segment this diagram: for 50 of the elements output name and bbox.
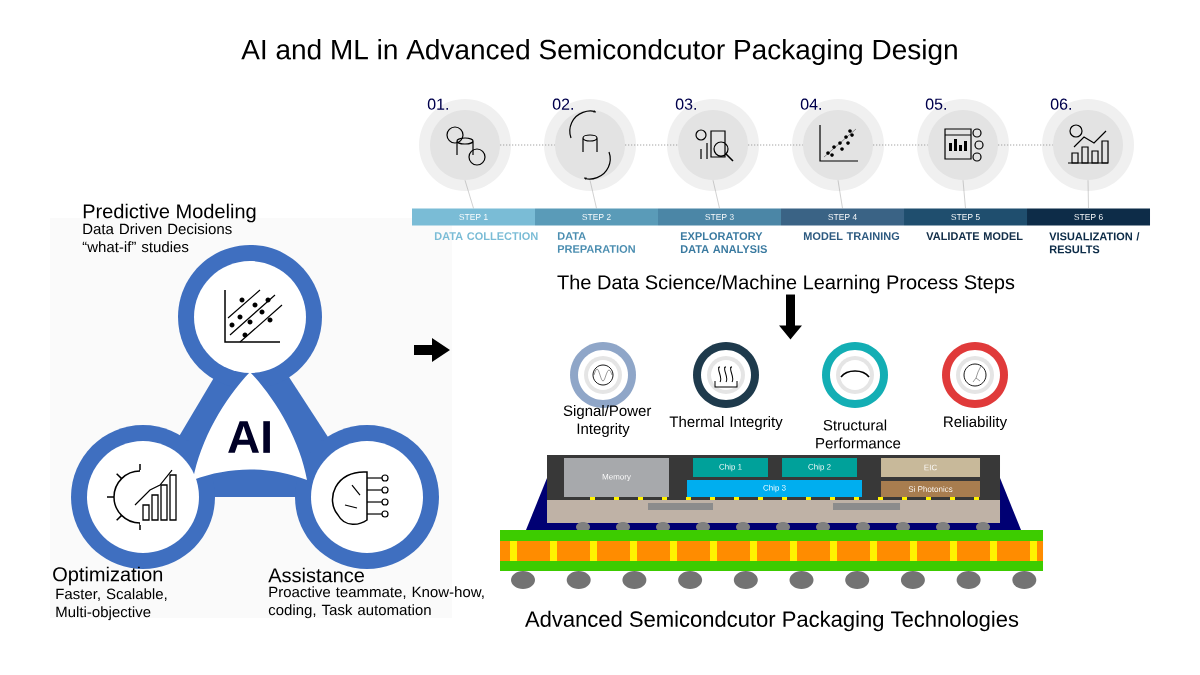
step-label: MODEL TRAINING <box>803 232 900 240</box>
connector-line <box>837 180 843 209</box>
metric-label: Structural Performance <box>816 419 901 449</box>
heading: Assistance <box>268 567 364 583</box>
center-shape: AI <box>193 372 307 480</box>
step-number: 01. <box>427 98 448 110</box>
metric-label: Thermal Integrity <box>669 416 783 430</box>
connector-line <box>589 180 597 209</box>
heading: Optimization <box>53 566 163 586</box>
chip: Memory <box>564 458 669 497</box>
dotted-connector <box>499 144 556 146</box>
step-number: 04. <box>800 98 821 110</box>
connector-line <box>712 180 720 209</box>
chip: Chip 3 <box>687 480 862 497</box>
step-bar: STEP 1 <box>412 208 535 226</box>
step-number: 06. <box>1050 98 1071 110</box>
connector-line <box>1087 180 1089 209</box>
step-label: EXPLORATORY DATA ANALYSIS <box>680 232 767 253</box>
step-bar: STEP 4 <box>781 208 904 226</box>
description: Proactive teammate, Know-how, coding, Task automation <box>268 586 484 619</box>
title: AI and ML in Advanced Semicondcutor Packaging Design <box>241 38 957 66</box>
description: Faster, Scalable, Multi-objective <box>56 588 167 621</box>
chip: Chip 1 <box>693 458 768 477</box>
step-bar: STEP 5 <box>904 208 1027 226</box>
metric-label: Signal/Power Integrity <box>563 405 652 437</box>
step-bar: STEP 6 <box>1027 208 1150 226</box>
chip: Chip 2 <box>782 458 857 477</box>
step-number: 03. <box>675 98 696 110</box>
dotted-connector <box>997 144 1054 146</box>
metric-label: Reliability <box>944 416 1008 430</box>
dotted-connector <box>624 144 679 146</box>
node-label: AI <box>228 421 270 453</box>
step-label: DATA PREPARATION <box>557 232 635 253</box>
section-caption: Advanced Semicondcutor Packaging Technologies <box>525 610 1019 632</box>
step-label: DATA COLLECTION <box>434 232 538 240</box>
chip: Si Photonics <box>881 481 980 497</box>
step-label: VISUALIZATION / RESULTS <box>1049 232 1140 254</box>
step-number: 05. <box>925 98 946 110</box>
step-bar: STEP 3 <box>658 208 781 226</box>
dotted-connector <box>872 144 929 146</box>
dotted-connector <box>747 144 804 146</box>
heading: Predictive Modeling <box>83 203 256 223</box>
description: Data Driven Decisions “what-if” studies <box>82 223 232 253</box>
section-caption: The Data Science/Machine Learning Process Steps <box>557 274 1015 294</box>
step-number: 02. <box>552 98 573 110</box>
step-label: VALIDATE MODEL <box>926 232 1023 240</box>
connector-line <box>464 180 474 209</box>
chip: EIC <box>881 458 980 477</box>
step-bar: STEP 2 <box>535 208 658 226</box>
connector-line <box>962 180 966 209</box>
